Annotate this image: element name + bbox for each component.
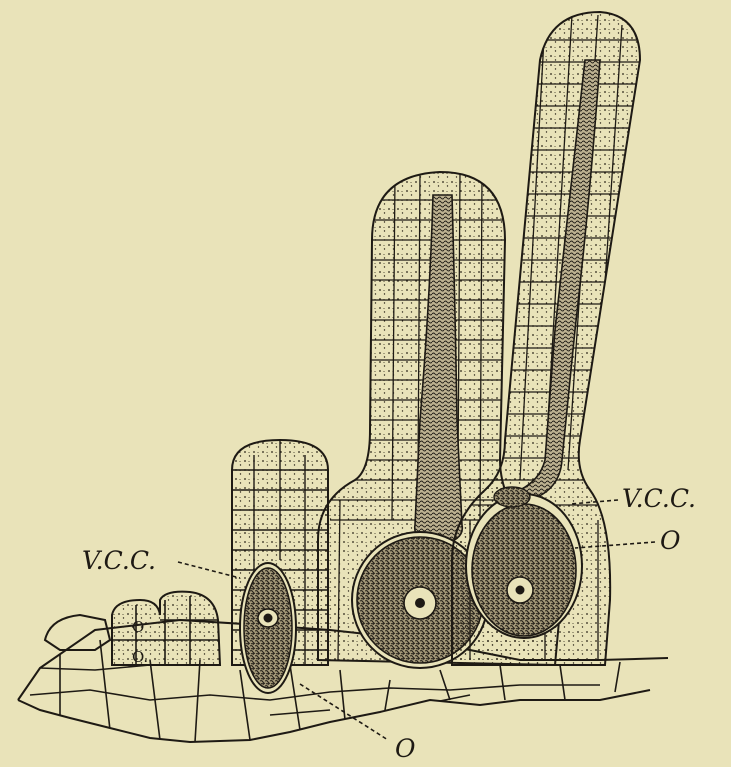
label-o-bottom: O [395,736,416,761]
initial-cell-group [112,592,220,665]
label-cell-o-1: O [132,620,144,635]
label-cell-o-2: O. [132,650,148,665]
young-archegonium [232,440,328,693]
leader-vcc-left [178,562,240,578]
label-o-right: O [660,528,681,553]
label-vcc-right: V.C.C. [622,486,696,511]
label-vcc-left: V.C.C. [82,548,156,573]
